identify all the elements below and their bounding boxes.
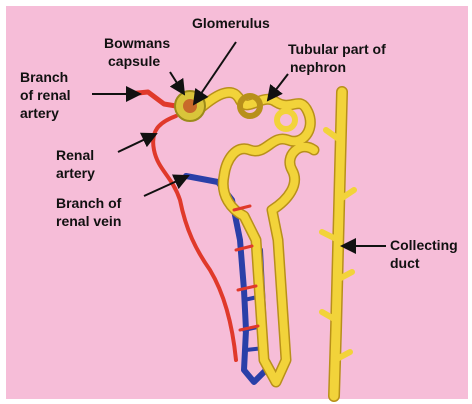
label-collecting-duct-line1: Collecting <box>390 237 458 253</box>
label-branch-renal-vein-line1: Branch of <box>56 195 122 211</box>
label-tubular-line2: nephron <box>290 59 346 75</box>
label-collecting-duct-line2: duct <box>390 255 420 271</box>
label-renal-artery-line2: artery <box>56 165 95 181</box>
label-branch-renal-artery-line1: Branch <box>20 69 68 85</box>
label-branch-renal-vein-line2: renal vein <box>56 213 121 229</box>
label-tubular-line1: Tubular part of <box>288 41 386 57</box>
label-renal-artery-line1: Renal <box>56 147 94 163</box>
label-branch-renal-artery-line2: of renal <box>20 87 71 103</box>
label-branch-renal-artery-line3: artery <box>20 105 59 121</box>
label-bowmans-capsule-line2: capsule <box>108 53 160 69</box>
label-bowmans-capsule-line1: Bowmans <box>104 35 170 51</box>
label-glomerulus: Glomerulus <box>192 15 270 31</box>
